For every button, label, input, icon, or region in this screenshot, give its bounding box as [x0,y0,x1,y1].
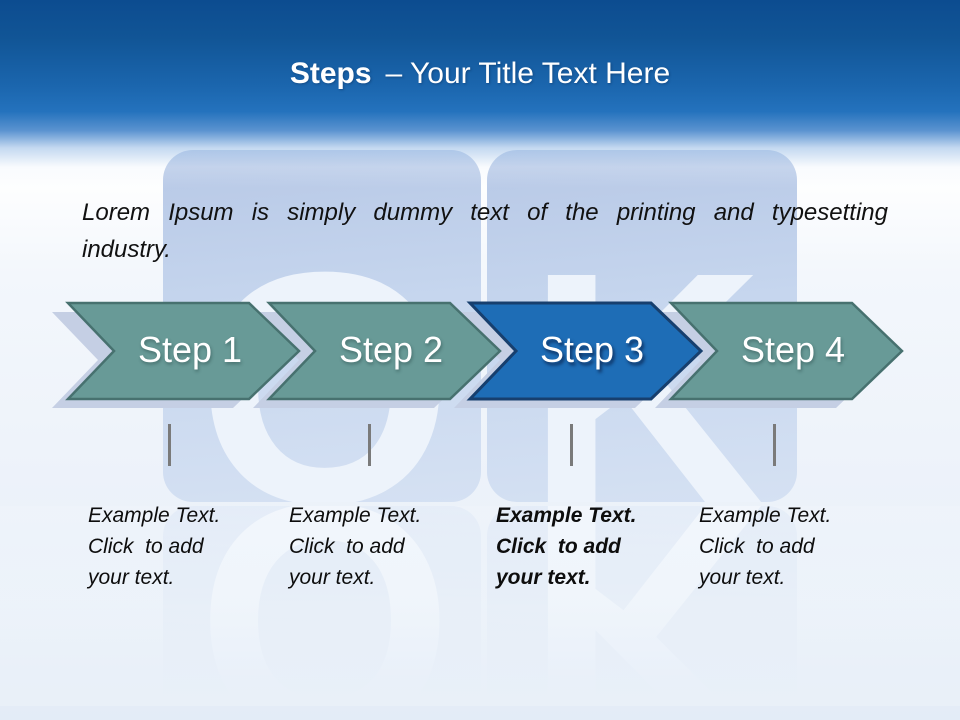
step-1-tick [168,424,171,466]
steps-chevron-band [52,301,904,408]
step-4-description[interactable]: Example Text. Click to add your text. [699,504,832,589]
step-3-tick [570,424,573,466]
step-3-arrow[interactable] [466,301,704,401]
step-4-label: Step 4 [740,329,846,370]
intro-paragraph: Lorem Ipsum is simply dummy text of the … [82,199,888,263]
watermark-fade-overlay [0,506,960,706]
step-4-arrow[interactable] [668,301,904,401]
step-2-arrow[interactable] [266,301,502,401]
step-3-description[interactable]: Example Text. Click to add your text. [496,504,637,589]
step-1-description[interactable]: Example Text. Click to add your text. [88,504,221,589]
step-2-label: Step 2 [338,329,444,370]
step-4-tick [773,424,776,466]
page-title-bold: Steps [289,57,372,90]
page-title-rest: – Your Title Text Here [385,57,671,90]
page-title: Steps – Your Title Text Here [0,54,960,94]
step-3-label: Step 3 [539,329,645,370]
step-2-tick [368,424,371,466]
step-1-arrow[interactable] [65,301,301,401]
step-1-label: Step 1 [137,329,243,370]
step-2-description[interactable]: Example Text. Click to add your text. [289,504,422,589]
header-band: Steps – Your Title Text Here [0,0,960,192]
